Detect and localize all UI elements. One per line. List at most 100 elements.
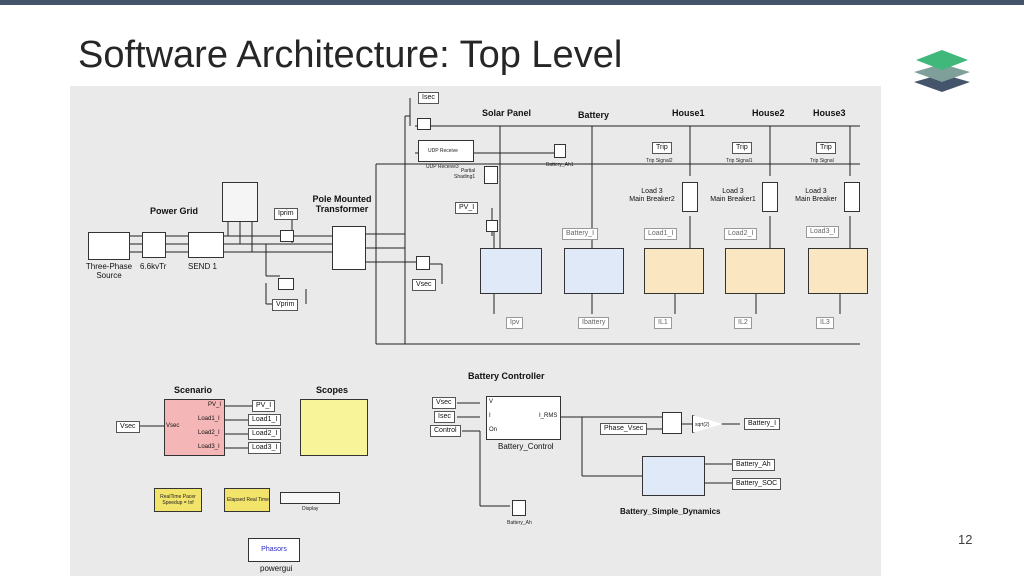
- vsec-measure-block[interactable]: [416, 256, 430, 270]
- partial-shading-block[interactable]: [484, 166, 498, 184]
- vsec-tag: Vsec: [412, 279, 436, 291]
- controller-port-irms: I_RMS: [539, 413, 558, 419]
- display-block[interactable]: [280, 492, 340, 504]
- house2-breaker-block[interactable]: [762, 182, 778, 212]
- house3-title: House3: [813, 108, 846, 118]
- iprim-tag: Iprim: [274, 208, 298, 220]
- ipv-tag: Ipv: [506, 317, 524, 329]
- pv-i-tag: PV_I: [455, 202, 479, 214]
- slide-top-bar: [0, 0, 1024, 5]
- powergui-block[interactable]: Phasors: [248, 538, 300, 562]
- battery-scope-label: Battery_Ah1: [546, 162, 574, 168]
- house2-title: House2: [752, 108, 785, 118]
- house1-title: House1: [672, 108, 705, 118]
- house3-trip-signal-label: Trip Signal: [810, 158, 834, 164]
- house3-breaker-label: Load 3 Main Breaker: [795, 188, 837, 203]
- house3-out-tag: IL3: [816, 317, 834, 329]
- udp-receive-block[interactable]: [418, 140, 474, 162]
- controller-out-battery-i: Battery_I: [744, 418, 781, 430]
- battery-controller-title: Battery Controller: [468, 371, 545, 381]
- simulink-model-canvas: Power Grid Three-Phase Source 6.6kvTr SE…: [70, 86, 881, 576]
- vprim-tag: Vprim: [272, 299, 299, 311]
- transformer-6-6kv-label: 6.6kvTr: [140, 262, 167, 271]
- udp-receive-label: UDP Receive: [428, 148, 458, 154]
- battery-control-block[interactable]: [486, 396, 561, 440]
- solar-panel-block[interactable]: [480, 248, 542, 294]
- scenario-out-pv: PV_I: [252, 400, 276, 412]
- battery-block[interactable]: [564, 248, 624, 294]
- scenario-title: Scenario: [174, 385, 213, 395]
- controller-port-on: On: [489, 427, 498, 433]
- realtime-pacer-block[interactable]: RealTime Pacer Speedup = Inf: [154, 488, 202, 512]
- powergui-phasors: Phasors: [261, 546, 287, 553]
- house2-out-tag: IL2: [734, 317, 752, 329]
- ibattery-tag: Ibattery: [578, 317, 610, 329]
- battery-simple-dynamics-label: Battery_Simple_Dynamics: [620, 507, 721, 516]
- battery-scope-block[interactable]: [554, 144, 566, 158]
- realtime-pacer-text: RealTime Pacer Speedup = Inf: [160, 494, 196, 506]
- house1-breaker-label: Load 3 Main Breaker2: [629, 188, 675, 203]
- controller-scope-block[interactable]: [512, 500, 526, 516]
- battery-control-label: Battery_Control: [498, 442, 554, 451]
- house3-block[interactable]: [808, 248, 868, 294]
- scenario-block[interactable]: [164, 399, 225, 456]
- powergui-label: powergui: [260, 564, 293, 573]
- isec-tag: Isec: [418, 92, 439, 104]
- scenario-port-load2: Load2_I: [198, 430, 220, 436]
- transformer-6-6kv-block[interactable]: [142, 232, 166, 258]
- udp-receive3-label: UDP Receive3: [426, 164, 459, 170]
- page-number: 12: [958, 532, 973, 547]
- controller-in-control: Control: [430, 425, 461, 437]
- controller-in-isec: Isec: [434, 411, 455, 423]
- pole-transformer-title: Pole Mounted Transformer: [312, 194, 372, 214]
- scenario-port-load1: Load1_I: [198, 416, 220, 422]
- rlc-load-block[interactable]: [222, 182, 258, 222]
- dynamics-out-ah: Battery_Ah: [732, 459, 775, 471]
- elapsed-time-block[interactable]: Elapsed Real Time: [224, 488, 270, 512]
- house3-breaker-block[interactable]: [844, 182, 860, 212]
- isec-measure-block[interactable]: [417, 118, 431, 130]
- product-block[interactable]: [486, 220, 498, 232]
- battery-title: Battery: [578, 110, 610, 120]
- house1-breaker-block[interactable]: [682, 182, 698, 212]
- house2-trip-signal-label: Trip Signal1: [726, 158, 753, 164]
- controller-port-v: V: [489, 399, 494, 405]
- slide-title: Software Architecture: Top Level: [78, 34, 623, 76]
- pole-transformer-block[interactable]: [332, 226, 366, 270]
- scenario-port-load3: Load3_I: [198, 444, 220, 450]
- battery-simple-dynamics-block[interactable]: [642, 456, 705, 496]
- power-grid-title: Power Grid: [150, 206, 199, 216]
- house2-trip-tag: Trip: [732, 142, 752, 154]
- solar-panel-title: Solar Panel: [482, 108, 532, 118]
- battery-i-tag: Battery_I: [562, 228, 599, 240]
- controller-scope-label: Battery_Ah: [507, 520, 532, 526]
- scenario-port-pv: PV_I: [208, 402, 222, 408]
- send1-label: SEND 1: [188, 262, 217, 271]
- controller-in-vsec: Vsec: [432, 397, 456, 409]
- vprim-measure-block[interactable]: [278, 278, 294, 290]
- house2-breaker-label: Load 3 Main Breaker1: [710, 188, 756, 203]
- display-label: Display: [302, 506, 319, 512]
- house1-trip-signal-label: Trip Signal2: [646, 158, 673, 164]
- three-phase-source-block[interactable]: [88, 232, 130, 260]
- scenario-out-load2: Load2_I: [248, 428, 282, 440]
- layers-stack-icon: [914, 50, 970, 92]
- partial-shading-label: Partial Shading1: [454, 168, 476, 180]
- scenario-in-port: Vsec: [166, 423, 180, 429]
- three-phase-source-label: Three-Phase Source: [85, 262, 133, 280]
- house1-out-tag: IL1: [654, 317, 672, 329]
- gain-sqrt2-text: sqrt(2): [695, 422, 710, 428]
- house1-block[interactable]: [644, 248, 704, 294]
- scopes-block[interactable]: [300, 399, 368, 456]
- house1-load-tag: Load1_I: [644, 228, 678, 240]
- product-abs-block[interactable]: [662, 412, 682, 434]
- scopes-title: Scopes: [316, 385, 349, 395]
- scenario-out-load1: Load1_I: [248, 414, 282, 426]
- send1-breaker-block[interactable]: [188, 232, 224, 258]
- scenario-input-tag: Vsec: [116, 421, 140, 433]
- house2-load-tag: Load2_I: [724, 228, 758, 240]
- dynamics-out-soc: Battery_SOC: [732, 478, 782, 490]
- house2-block[interactable]: [725, 248, 785, 294]
- controller-port-i: I: [489, 413, 491, 419]
- iprim-measure-block[interactable]: [280, 230, 294, 242]
